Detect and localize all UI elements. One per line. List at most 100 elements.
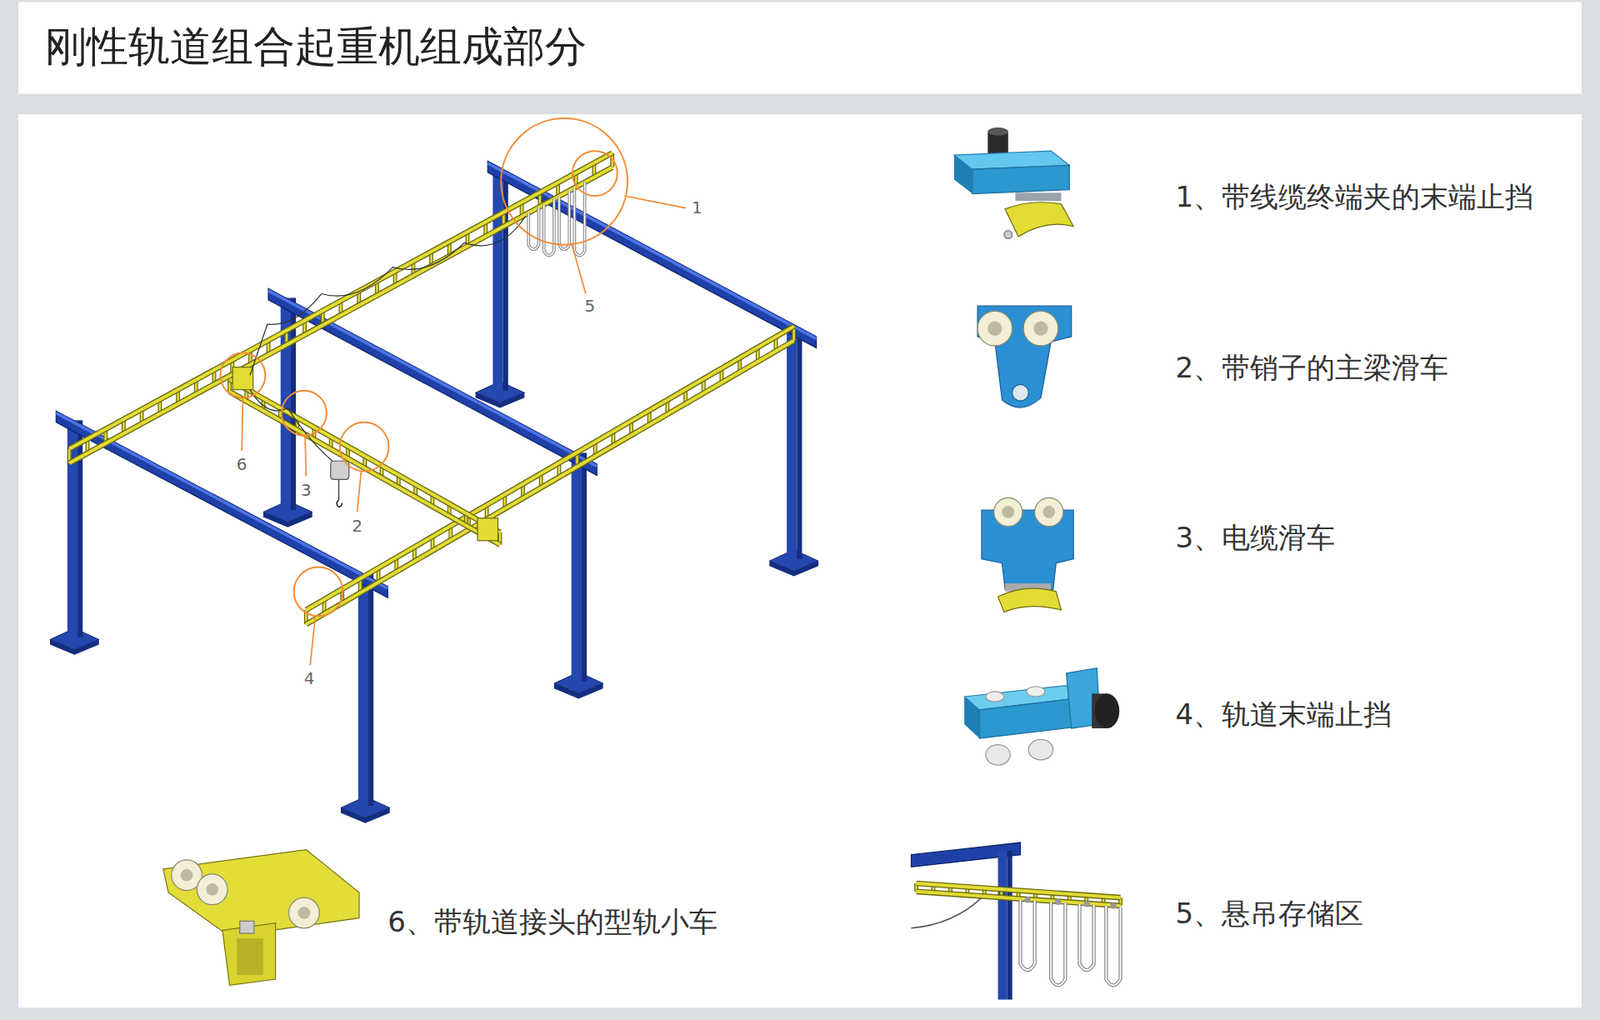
end-carriage <box>232 367 253 390</box>
rail-edge <box>230 379 500 533</box>
column <box>358 574 369 806</box>
rail-bar <box>69 167 612 464</box>
part-label: 4、轨道末端止挡 <box>1175 697 1393 732</box>
wheel-hub <box>1042 505 1055 519</box>
wheel <box>994 497 1023 526</box>
stop-side <box>954 155 973 195</box>
wheel-hub <box>180 869 194 882</box>
festoon-cable-core <box>544 199 555 256</box>
leader-line <box>310 615 315 665</box>
wheel-hub <box>205 883 219 896</box>
festoon-cable-core <box>1105 905 1120 985</box>
column-side <box>77 420 83 638</box>
cable-clamp <box>1005 202 1074 237</box>
leader-line <box>357 470 362 512</box>
callout-circle <box>281 390 327 436</box>
festoon-cable-core <box>528 207 539 250</box>
callout-number: 5 <box>584 295 595 316</box>
column <box>998 850 1008 1000</box>
column <box>571 452 582 681</box>
festoon-cable <box>1020 900 1035 970</box>
wheel-hub <box>987 321 1002 336</box>
callout-number: 1 <box>691 197 703 218</box>
roller <box>1028 739 1053 760</box>
blue-beam <box>487 160 816 348</box>
festoon-cable-core <box>1080 904 1095 970</box>
callout-circle <box>340 422 390 472</box>
stop-front <box>980 697 1082 739</box>
column-side <box>581 452 587 681</box>
callout-number: 6 <box>236 454 248 475</box>
bolt-head <box>1026 686 1045 697</box>
festoon-cable <box>1050 901 1065 985</box>
power-cable <box>250 390 335 464</box>
cable-clamp <box>998 588 1062 612</box>
part-label: 2、带销子的主梁滑车 <box>1175 350 1450 385</box>
part-label: 5、悬吊存储区 <box>1175 896 1365 931</box>
column-side <box>1007 850 1013 1000</box>
rail-bar <box>230 391 500 545</box>
rail-bar <box>305 340 794 625</box>
part-label: 6、带轨道接头的型轨小车 <box>387 904 718 939</box>
part-label: 3、电缆滑车 <box>1175 520 1336 555</box>
wheel-hub <box>298 906 311 920</box>
rail-bar <box>69 153 612 450</box>
callout-circle <box>294 567 344 617</box>
rail-edge <box>305 326 794 610</box>
festoon-cable <box>528 207 539 250</box>
rail-edge <box>305 340 794 625</box>
title-band <box>18 1 1582 94</box>
rail-edge <box>69 153 612 450</box>
stop-side <box>964 696 980 739</box>
festoon-cable <box>1080 904 1095 970</box>
festoon-cable <box>1105 905 1120 985</box>
end-carriage <box>477 518 498 541</box>
bolt <box>1004 230 1013 240</box>
column <box>786 328 797 560</box>
festoon-cable-core <box>559 190 570 250</box>
rail-bar <box>230 379 500 533</box>
bolt <box>240 920 255 934</box>
column <box>67 420 78 638</box>
festoon-cable <box>544 199 555 256</box>
roller <box>985 745 1010 765</box>
rail-edge <box>916 891 1121 906</box>
rail-bar <box>916 891 1121 906</box>
rail-edge <box>230 391 500 545</box>
diagram-title: 刚性轨道组合起重机组成部分 <box>45 21 587 72</box>
leader-line <box>241 397 243 451</box>
clamp-plate <box>1015 192 1061 201</box>
callout-circle <box>220 353 265 399</box>
festoon-cable <box>559 190 570 250</box>
festoon-hanger <box>1110 902 1116 909</box>
wheel <box>1023 310 1059 346</box>
wheel <box>977 310 1013 346</box>
column-side <box>796 328 802 560</box>
frame-group <box>50 118 819 824</box>
column-side <box>368 574 374 806</box>
stop-front <box>972 165 1070 194</box>
leader-line <box>571 242 586 294</box>
hoist-chain <box>338 479 340 500</box>
bolt-head <box>985 691 1005 702</box>
wheel-hub <box>1033 321 1048 336</box>
festoon-hanger <box>1055 899 1061 905</box>
component-icons <box>163 127 1121 1000</box>
wheel <box>289 897 320 929</box>
rail-edge <box>69 167 612 464</box>
hook <box>336 500 342 508</box>
festoon-cable-core <box>1020 900 1035 970</box>
beam-flange <box>487 163 816 340</box>
wheel-hub <box>1001 505 1015 519</box>
part-label: 1、带线缆终端夹的末端止挡 <box>1175 180 1535 215</box>
festoon-cable-core <box>1050 901 1065 985</box>
buffer-face <box>1095 693 1120 729</box>
column <box>492 171 503 391</box>
callout-circle <box>500 118 628 245</box>
callout-number: 4 <box>304 668 315 689</box>
callout-number: 3 <box>300 480 312 500</box>
pin-hole <box>1012 384 1030 401</box>
trolley-body <box>163 850 360 937</box>
